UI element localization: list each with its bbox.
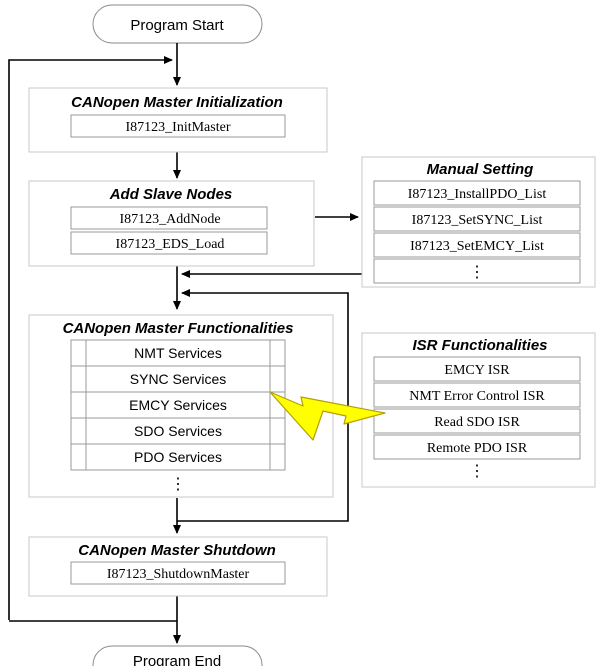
emcy-isr-item: EMCY ISR	[444, 363, 510, 378]
lightning-bolt-icon	[269, 391, 386, 441]
program-end-terminal: Program End	[92, 645, 263, 666]
emcy-services-item: EMCY Services	[129, 397, 227, 413]
set-emcy-item: I87123_SetEMCY_List	[410, 239, 544, 254]
shutdown-box: CANopen Master Shutdown I87123_ShutdownM…	[28, 536, 328, 597]
sync-services-item: SYNC Services	[130, 371, 226, 387]
add-slaves-title: Add Slave Nodes	[109, 186, 233, 203]
manual-setting-box: Manual Setting I87123_InstallPDO_List I8…	[361, 156, 596, 288]
sdo-services-item: SDO Services	[134, 423, 222, 439]
eds-load-item: I87123_EDS_Load	[116, 237, 225, 252]
read-sdo-isr-item: Read SDO ISR	[434, 415, 520, 430]
remote-pdo-isr-item: Remote PDO ISR	[427, 441, 528, 456]
install-pdo-item: I87123_InstallPDO_List	[408, 187, 547, 202]
flow-connectors	[8, 43, 362, 644]
pdo-services-item: PDO Services	[134, 449, 222, 465]
functionalities-box: CANopen Master Functionalities NMT Servi…	[28, 314, 334, 498]
manual-title: Manual Setting	[427, 161, 534, 178]
loop-back-arrow	[8, 56, 173, 620]
functionalities-more-item: ⋮	[170, 476, 186, 493]
program-end-label: Program End	[133, 653, 221, 666]
manual-more-item: ⋮	[469, 264, 485, 281]
functionalities-title: CANopen Master Functionalities	[63, 320, 294, 337]
set-sync-item: I87123_SetSYNC_List	[412, 213, 543, 228]
add-slaves-box: Add Slave Nodes I87123_AddNode I87123_ED…	[28, 180, 315, 267]
isr-more-item: ⋮	[469, 463, 485, 480]
program-start-label: Program Start	[130, 17, 224, 34]
nmt-error-control-isr-item: NMT Error Control ISR	[409, 389, 545, 404]
init-title: CANopen Master Initialization	[71, 94, 283, 111]
isr-title: ISR Functionalities	[412, 337, 547, 354]
init-box: CANopen Master Initialization I87123_Ini…	[28, 87, 328, 153]
shutdown-master-item: I87123_ShutdownMaster	[107, 567, 250, 582]
nmt-services-item: NMT Services	[134, 345, 222, 361]
init-master-item: I87123_InitMaster	[126, 120, 231, 135]
shutdown-title: CANopen Master Shutdown	[78, 542, 276, 559]
isr-box: ISR Functionalities EMCY ISR NMT Error C…	[361, 332, 596, 488]
program-start-terminal: Program Start	[92, 4, 263, 44]
add-node-item: I87123_AddNode	[119, 212, 220, 227]
